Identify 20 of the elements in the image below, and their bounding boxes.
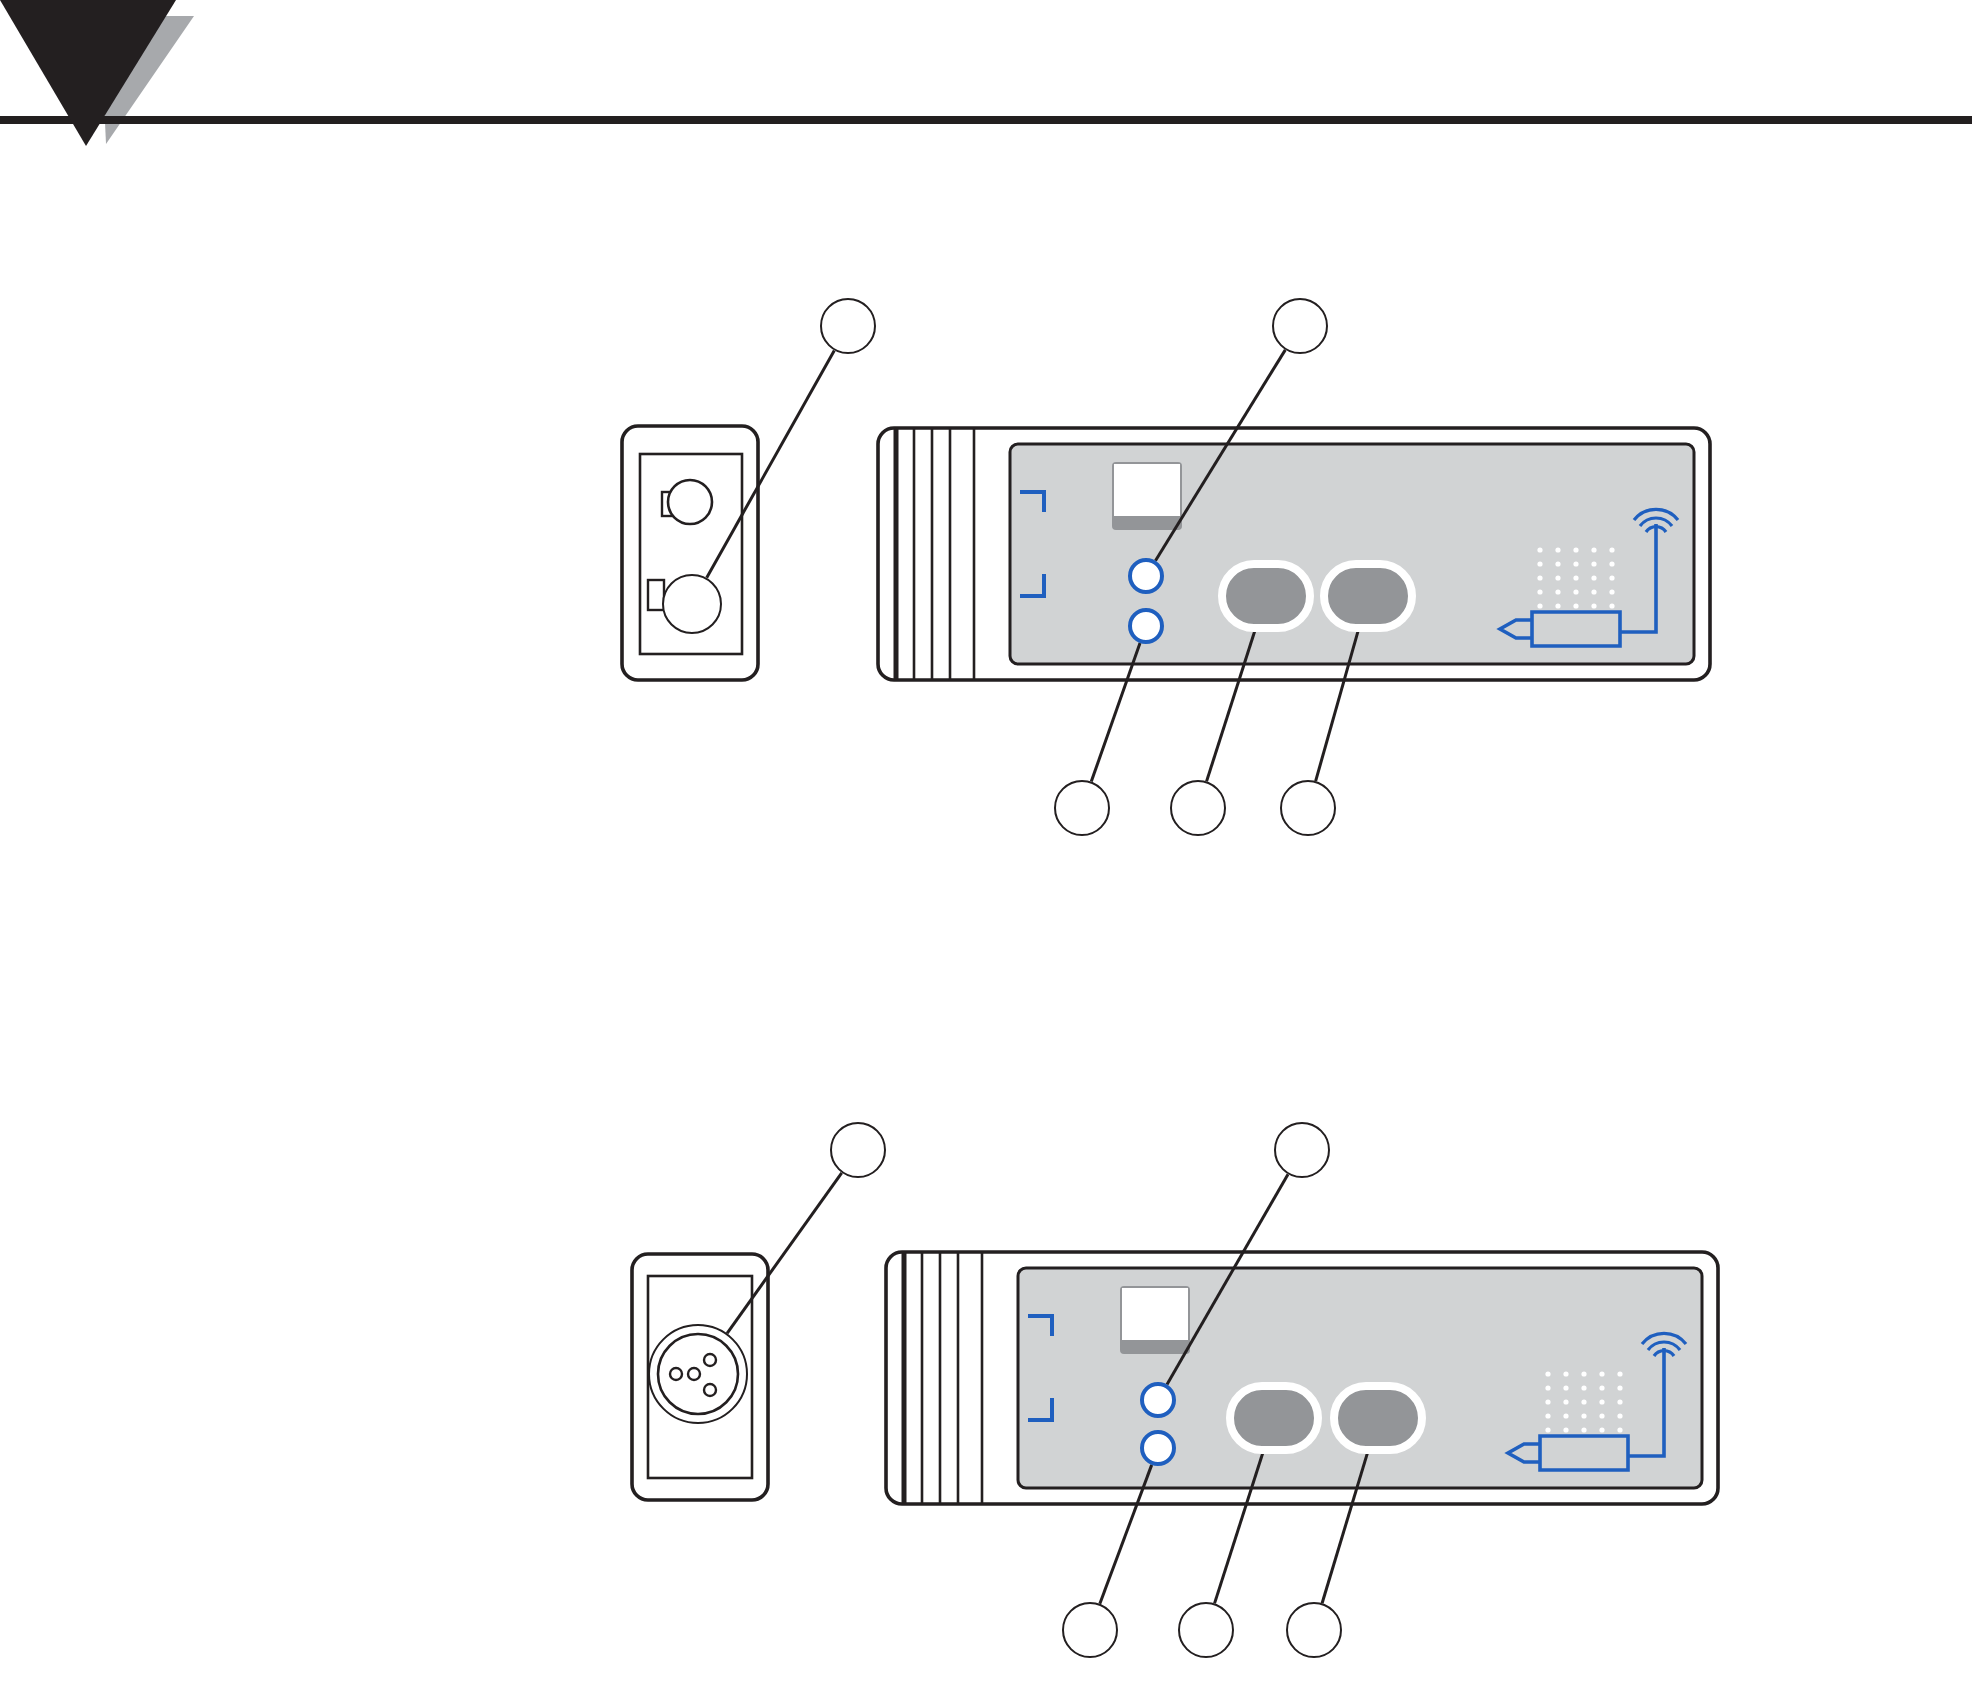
leader-line [1205, 630, 1257, 782]
leader-line [1320, 1452, 1369, 1604]
callout-circle [1054, 780, 1110, 836]
leader-line [1089, 642, 1142, 783]
callout-circle [1170, 780, 1226, 836]
callout-circle [1274, 1122, 1330, 1178]
leader-line [1165, 1173, 1290, 1386]
callout-circle [820, 298, 876, 354]
leader-line [1314, 630, 1360, 782]
callout-circle [1178, 1602, 1234, 1658]
callout-circle [830, 1122, 886, 1178]
callout-circle [1062, 1602, 1118, 1658]
leader-line [1098, 1464, 1154, 1605]
callout-circle [1286, 1602, 1342, 1658]
leader-line [705, 349, 836, 579]
leader-line [725, 1171, 843, 1335]
callout-circle [1280, 780, 1336, 836]
leader-line [1154, 349, 1287, 562]
callout-circle [1272, 298, 1328, 354]
leader-line [1213, 1452, 1265, 1604]
